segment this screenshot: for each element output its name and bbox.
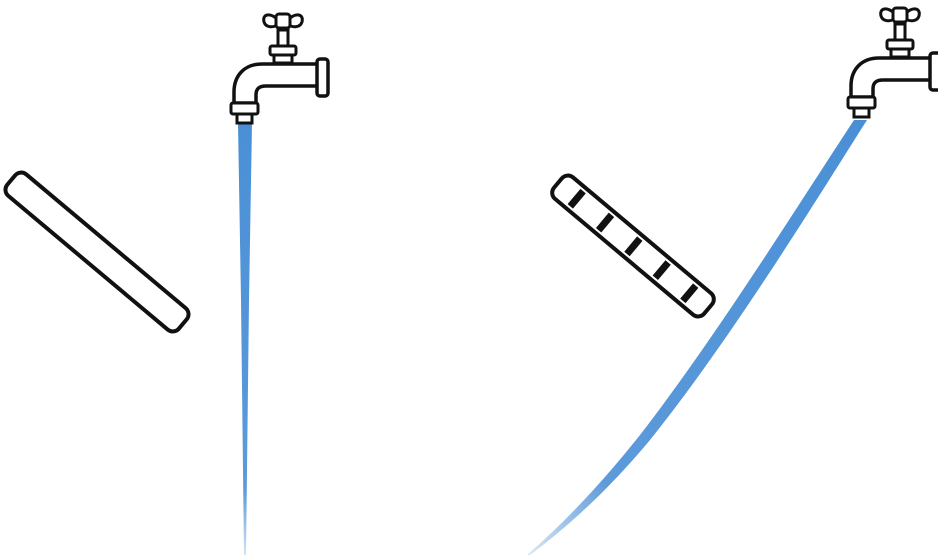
charge-mark [567, 188, 586, 209]
charge-mark [652, 260, 671, 281]
left-panel [3, 12, 330, 555]
water-stream-straight [238, 123, 252, 555]
charge-marks [567, 188, 699, 304]
water-stream-deflected [527, 120, 867, 555]
charge-mark [680, 283, 699, 304]
water-tap-icon [846, 6, 938, 119]
charge-mark [624, 236, 643, 257]
charged-rod [550, 173, 716, 319]
right-panel [527, 6, 938, 555]
uncharged-rod [3, 170, 191, 334]
water-tap-icon [229, 12, 330, 125]
charge-mark [595, 212, 615, 233]
